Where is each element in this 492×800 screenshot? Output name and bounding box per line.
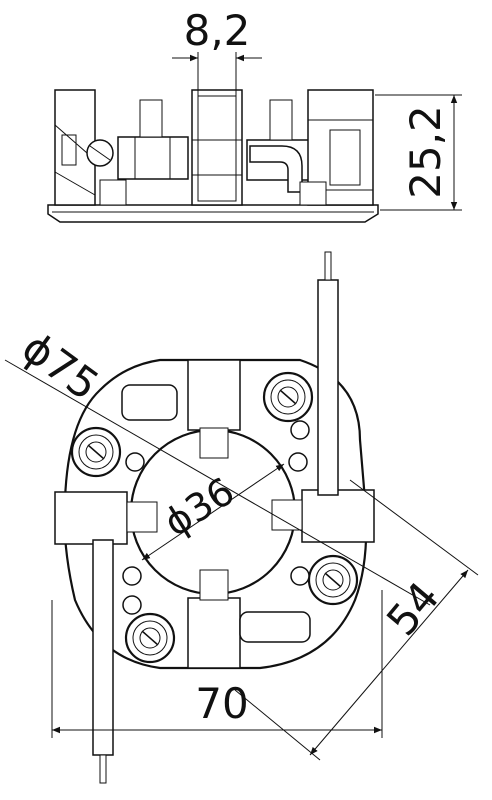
brush-holder-right bbox=[301, 489, 375, 543]
dim-25-2: 25,2 bbox=[375, 94, 462, 211]
hole bbox=[288, 452, 308, 472]
wire-left-lower bbox=[92, 539, 114, 756]
hole bbox=[122, 566, 142, 586]
dim-label-width: 70 bbox=[195, 679, 248, 728]
spring-left bbox=[70, 426, 122, 478]
dim-70: 70 bbox=[51, 590, 383, 738]
side-left-brush-box bbox=[117, 136, 189, 180]
brush-holder-top bbox=[187, 359, 241, 431]
dim-label-diagonal: 54 bbox=[377, 572, 449, 644]
spring-top-right bbox=[262, 371, 314, 423]
wire-right-upper bbox=[317, 279, 339, 496]
dim-8-2: 8,2 bbox=[172, 6, 262, 98]
dim-label-side-height: 25,2 bbox=[401, 105, 450, 199]
brush-holder-bottom bbox=[187, 597, 241, 669]
side-view bbox=[47, 89, 379, 223]
dim-label-top-width: 8,2 bbox=[184, 6, 251, 55]
spring-bottom-left bbox=[124, 612, 176, 664]
spring-right bbox=[307, 554, 359, 606]
hole bbox=[290, 420, 310, 440]
side-cable-elbow bbox=[249, 145, 303, 193]
hole bbox=[290, 566, 310, 586]
hole bbox=[122, 595, 142, 615]
brush-holder-left bbox=[54, 491, 128, 545]
hole bbox=[125, 452, 145, 472]
side-base-plate bbox=[47, 204, 379, 223]
